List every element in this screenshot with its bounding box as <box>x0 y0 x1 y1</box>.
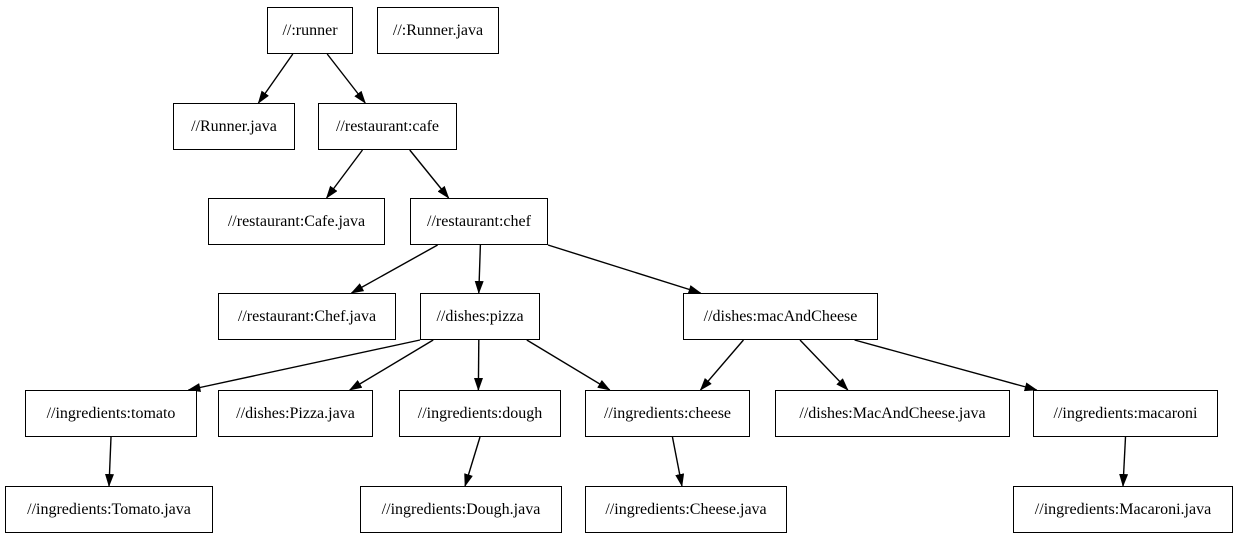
graph-node-label: //ingredients:Macaroni.java <box>1034 500 1212 518</box>
graph-edge-dough-to-dough-java <box>464 436 481 487</box>
graph-node-dough: //ingredients:dough <box>399 390 561 437</box>
graph-edge-chef-to-mac-and-cheese <box>547 244 702 294</box>
graph-edge-mac-and-cheese-to-mac-and-cheese-java <box>799 339 849 391</box>
graph-node-tomato: //ingredients:tomato <box>25 390 197 437</box>
graph-node-label: //restaurant:Cafe.java <box>227 212 366 230</box>
graph-node-label: //:Runner.java <box>392 21 484 39</box>
graph-node-root-runner-java: //:Runner.java <box>377 7 499 54</box>
graph-node-cheese-java: //ingredients:Cheese.java <box>585 486 787 533</box>
graph-node-pizza-java: //dishes:Pizza.java <box>218 390 373 437</box>
graph-edge-runner-to-runner-java <box>257 53 294 104</box>
graph-edge-tomato-to-tomato-java <box>104 436 114 487</box>
graph-node-label: //ingredients:macaroni <box>1053 404 1198 422</box>
graph-node-label: //ingredients:cheese <box>603 404 732 422</box>
graph-node-cafe: //restaurant:cafe <box>318 103 457 150</box>
graph-edge-chef-to-chef-java <box>350 244 438 294</box>
graph-node-label: //ingredients:Dough.java <box>381 500 541 518</box>
graph-node-runner-java: //Runner.java <box>173 103 295 150</box>
graph-node-label: //restaurant:chef <box>427 212 531 230</box>
graph-edge-mac-and-cheese-to-macaroni <box>854 339 1038 392</box>
graph-edge-chef-to-pizza <box>474 244 484 294</box>
graph-edge-macaroni-to-macaroni-java <box>1119 436 1129 487</box>
graph-node-pizza: //dishes:pizza <box>420 293 540 340</box>
graph-node-label: //restaurant:Chef.java <box>237 307 377 325</box>
graph-node-label: //ingredients:Tomato.java <box>27 500 191 518</box>
graph-node-macaroni-java: //ingredients:Macaroni.java <box>1013 486 1233 533</box>
graph-edge-runner-to-cafe <box>326 53 366 104</box>
graph-node-label: //Runner.java <box>191 117 277 135</box>
graph-edge-mac-and-cheese-to-cheese <box>699 339 744 391</box>
graph-node-macaroni: //ingredients:macaroni <box>1033 390 1218 437</box>
graph-node-chef-java: //restaurant:Chef.java <box>218 293 396 340</box>
graph-node-label: //:runner <box>282 21 338 39</box>
graph-node-mac-and-cheese: //dishes:macAndCheese <box>683 293 878 340</box>
graph-node-label: //ingredients:dough <box>417 404 543 422</box>
graph-node-label: //ingredients:tomato <box>46 404 176 422</box>
graph-node-label: //dishes:pizza <box>436 307 524 325</box>
graph-edge-cheese-to-cheese-java <box>671 436 685 487</box>
graph-node-cafe-java: //restaurant:Cafe.java <box>208 198 385 245</box>
graph-edge-pizza-to-cheese <box>526 339 611 391</box>
graph-node-dough-java: //ingredients:Dough.java <box>360 486 562 533</box>
graph-edge-cafe-to-cafe-java <box>325 149 364 199</box>
graph-node-label: //dishes:macAndCheese <box>703 307 858 325</box>
graph-node-chef: //restaurant:chef <box>410 198 548 245</box>
graph-edge-pizza-to-tomato <box>187 339 421 392</box>
graph-node-label: //ingredients:Cheese.java <box>605 500 767 518</box>
graph-edge-cafe-to-chef <box>409 149 450 199</box>
graph-edge-pizza-to-pizza-java <box>348 339 434 391</box>
graph-node-runner: //:runner <box>267 7 353 54</box>
graph-node-label: //dishes:MacAndCheese.java <box>799 404 986 422</box>
graph-node-mac-and-cheese-java: //dishes:MacAndCheese.java <box>775 390 1010 437</box>
graph-node-tomato-java: //ingredients:Tomato.java <box>5 486 213 533</box>
graph-node-label: //dishes:Pizza.java <box>236 404 355 422</box>
graph-node-cheese: //ingredients:cheese <box>585 390 750 437</box>
graph-node-label: //restaurant:cafe <box>335 117 440 135</box>
